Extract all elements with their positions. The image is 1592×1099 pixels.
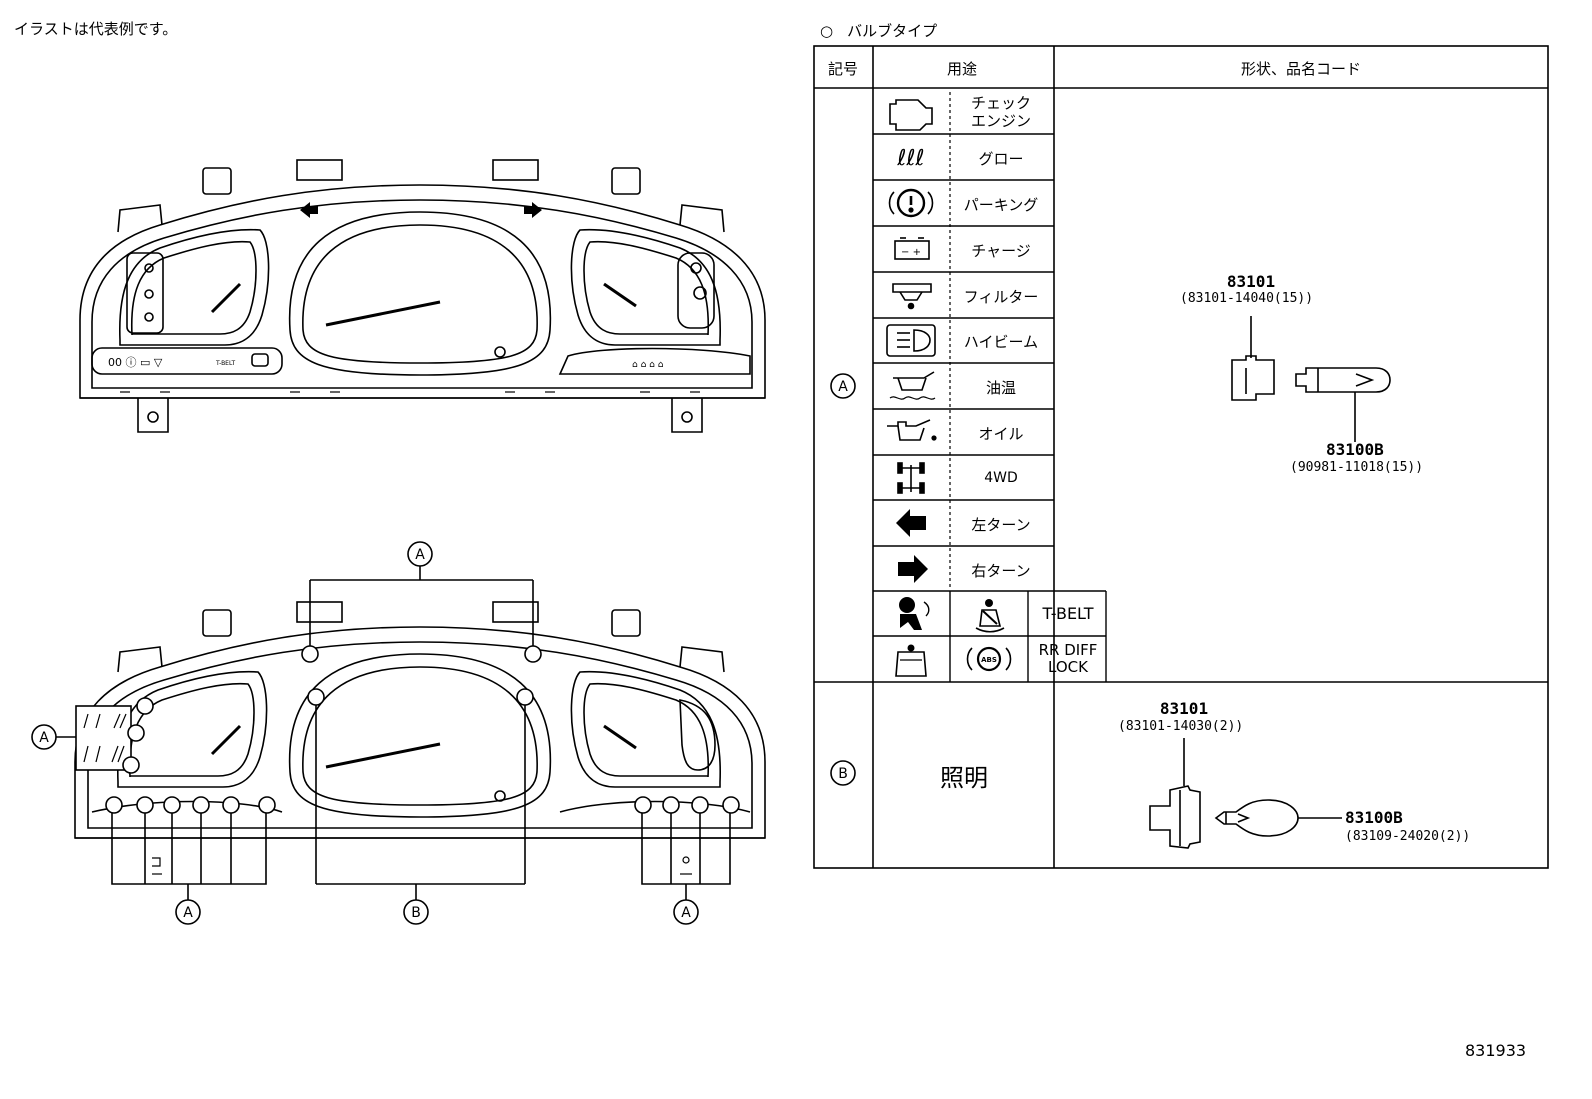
row-b-socket-code: (83101-14030(2)) [1118,719,1244,734]
row-b-graphics: B [830,738,1342,849]
item-filter: フィルター [963,288,1039,306]
parking-brake-icon [888,188,934,218]
callout-a-left: A [39,730,49,746]
4wd-icon [897,462,925,494]
cluster-top: 00 ⓘ ▭ ▽ T-BELT ⌂ ⌂ ⌂ ⌂ [79,159,766,433]
row-a-socket [1231,316,1275,401]
svg-text:⌂ ⌂ ⌂ ⌂: ⌂ ⌂ ⌂ ⌂ [632,360,664,370]
row-b-bulb [1214,799,1342,837]
svg-text:00 ⓘ ▭ ▽: 00 ⓘ ▭ ▽ [108,356,163,369]
item-4wd: 4WD [984,470,1018,486]
figure-id: 831933 [1465,1041,1527,1060]
item-glow: グロー [978,150,1024,168]
item-t-belt: T-BELT [1042,604,1094,623]
item-oil-temp: 油温 [985,379,1016,397]
bulb-type-title: ○バルブタイプ [820,22,938,40]
high-beam-icon [886,324,936,357]
check-engine-icon [889,99,933,131]
callout-a-top: A [415,547,425,563]
item-right-turn: 右ターン [971,562,1031,580]
cluster-bottom: A B A [31,541,766,925]
cluster-tbelt-tiny: T-BELT [215,360,235,367]
item-parking: パーキング [963,196,1039,214]
bulb-table: 記号 用途 形状、品名コード A ℓℓℓ [813,45,1549,869]
representative-note: イラストは代表例です。 [14,20,178,38]
title-circle: ○ [820,22,834,40]
callout-a-bottom-right: A [681,905,691,921]
glow-icon: ℓℓℓ [896,146,924,171]
header-shape: 形状、品名コード [1241,60,1361,78]
row-b-socket [1149,738,1201,849]
header-use: 用途 [947,60,977,78]
row-b-use: 照明 [940,764,988,792]
header-code: 記号 [828,60,858,78]
row-b-label: B [838,766,848,782]
item-charge: チャージ [971,242,1031,260]
left-turn-icon [896,509,926,537]
oil-temp-icon [889,371,936,400]
item-high-beam: ハイビーム [963,333,1039,351]
row-a-socket-code: (83101-14040(15)) [1180,291,1314,306]
fuel-filter-icon [892,283,932,310]
airbag-icon [899,597,930,630]
right-turn-icon [898,555,928,583]
row-a-socket-part: 83101 [1226,272,1276,291]
row-a-bulb-part: 83100B [1326,440,1384,459]
svg-text:− +: − + [901,247,921,258]
row-a-bulb-code: (90981-11018(15)) [1290,460,1424,475]
row-b-bulb-code: (83109-24020(2)) [1345,829,1471,844]
door-icon [895,644,927,677]
row-b-bulb-part: 83100B [1345,808,1403,827]
cluster-diagrams: 00 ⓘ ▭ ▽ T-BELT ⌂ ⌂ ⌂ ⌂ [31,159,766,925]
item-left-turn: 左ターン [971,516,1031,534]
callout-b: B [411,905,421,921]
item-oil: オイル [978,425,1024,443]
row-a-bulb [1295,367,1391,442]
item-rr-diff-lock: RR DIFF LOCK [1038,641,1098,676]
abs-text: ABS [981,656,997,664]
svg-text:ℓℓℓ: ℓℓℓ [896,146,924,171]
item-check-engine: チェック エンジン [970,94,1031,130]
seatbelt-icon [975,599,1005,633]
charge-icon: − + [894,237,930,260]
callout-a-bottom-left: A [183,905,193,921]
oil-pressure-icon [887,419,937,441]
row-a-label: A [838,379,848,395]
row-b-socket-part: 83101 [1159,699,1209,718]
abs-icon: ABS [966,646,1012,672]
